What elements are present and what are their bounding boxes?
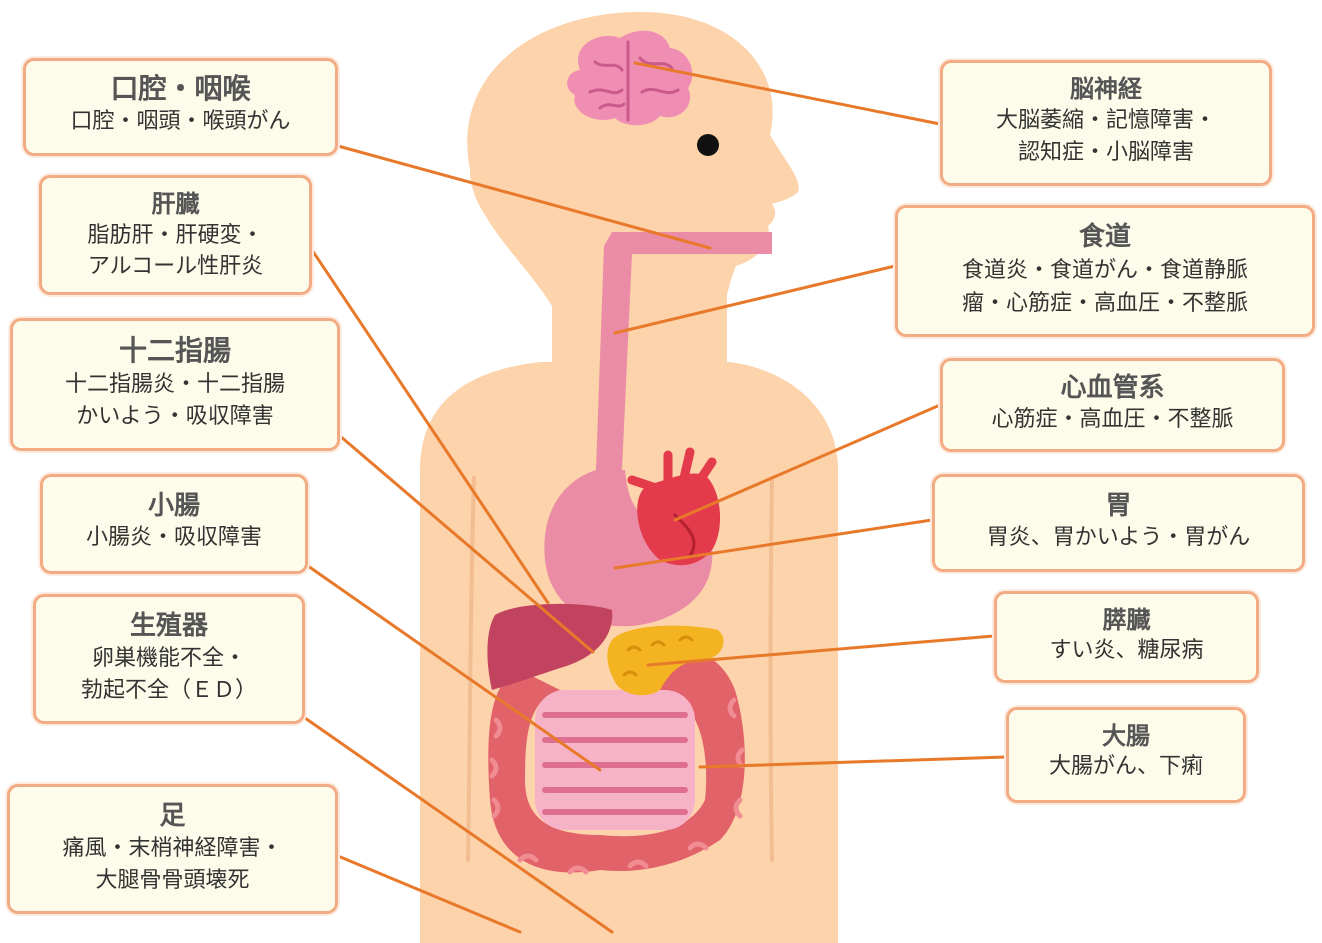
label-liver: 肝臓 脂肪肝・肝硬変・ アルコール性肝炎 — [39, 175, 312, 295]
label-mouth: 口腔・咽喉 口腔・咽頭・喉頭がん — [23, 58, 338, 156]
label-cranial-nerves: 脳神経 大脳萎縮・記憶障害・ 認知症・小脳障害 — [940, 60, 1272, 186]
label-feet: 足 痛風・末梢神経障害・ 大腿骨骨頭壊死 — [7, 784, 338, 914]
label-reproductive-title: 生殖器 — [36, 609, 302, 643]
label-esophagus: 食道 食道炎・食道がん・食道静脈 瘤・心筋症・高血圧・不整脈 — [895, 205, 1315, 337]
label-cardiovascular: 心血管系 心筋症・高血圧・不整脈 — [940, 358, 1285, 452]
label-large-intestine-line-1: 大腸がん、下痢 — [1009, 752, 1243, 782]
label-pancreas-line-1: すい炎、糖尿病 — [997, 636, 1256, 666]
small-intestine-organ — [535, 690, 695, 830]
label-pancreas-title: 膵臓 — [997, 604, 1256, 636]
label-feet-line-2: 大腿骨骨頭壊死 — [10, 865, 335, 897]
label-esophagus-line-1: 食道炎・食道がん・食道静脈 — [898, 254, 1312, 287]
label-large-intestine: 大腸 大腸がん、下痢 — [1006, 707, 1246, 803]
label-duodenum-title: 十二指腸 — [13, 333, 337, 369]
label-large-intestine-title: 大腸 — [1009, 720, 1243, 752]
label-cranial-nerves-line-2: 認知症・小脳障害 — [943, 137, 1269, 169]
label-mouth-title: 口腔・咽喉 — [26, 71, 335, 107]
label-cranial-nerves-line-1: 大脳萎縮・記憶障害・ — [943, 105, 1269, 137]
label-liver-line-1: 脂肪肝・肝硬変・ — [42, 220, 309, 251]
eye — [697, 134, 719, 156]
label-pancreas: 膵臓 すい炎、糖尿病 — [994, 591, 1259, 683]
label-esophagus-line-2: 瘤・心筋症・高血圧・不整脈 — [898, 287, 1312, 320]
label-duodenum-line-1: 十二指腸炎・十二指腸 — [13, 369, 337, 401]
label-mouth-line-1: 口腔・咽頭・喉頭がん — [26, 107, 335, 137]
label-reproductive-line-1: 卵巣機能不全・ — [36, 643, 302, 675]
label-duodenum: 十二指腸 十二指腸炎・十二指腸 かいよう・吸収障害 — [10, 318, 340, 451]
label-small-intestine-line-1: 小腸炎・吸収障害 — [43, 523, 305, 553]
label-reproductive-line-2: 勃起不全（ＥＤ） — [36, 675, 302, 707]
label-liver-title: 肝臓 — [42, 188, 309, 220]
label-stomach-line-1: 胃炎、胃かいよう・胃がん — [935, 523, 1302, 553]
label-cranial-nerves-title: 脳神経 — [943, 73, 1269, 105]
label-stomach: 胃 胃炎、胃かいよう・胃がん — [932, 474, 1305, 572]
label-cardiovascular-title: 心血管系 — [943, 371, 1282, 405]
label-feet-line-1: 痛風・末梢神経障害・ — [10, 833, 335, 865]
label-small-intestine-title: 小腸 — [43, 489, 305, 523]
label-cardiovascular-line-1: 心筋症・高血圧・不整脈 — [943, 405, 1282, 435]
label-small-intestine: 小腸 小腸炎・吸収障害 — [40, 474, 308, 574]
label-liver-line-2: アルコール性肝炎 — [42, 251, 309, 282]
label-stomach-title: 胃 — [935, 489, 1302, 523]
label-esophagus-title: 食道 — [898, 220, 1312, 254]
label-reproductive: 生殖器 卵巣機能不全・ 勃起不全（ＥＤ） — [33, 594, 305, 724]
label-duodenum-line-2: かいよう・吸収障害 — [13, 401, 337, 433]
label-feet-title: 足 — [10, 799, 335, 833]
